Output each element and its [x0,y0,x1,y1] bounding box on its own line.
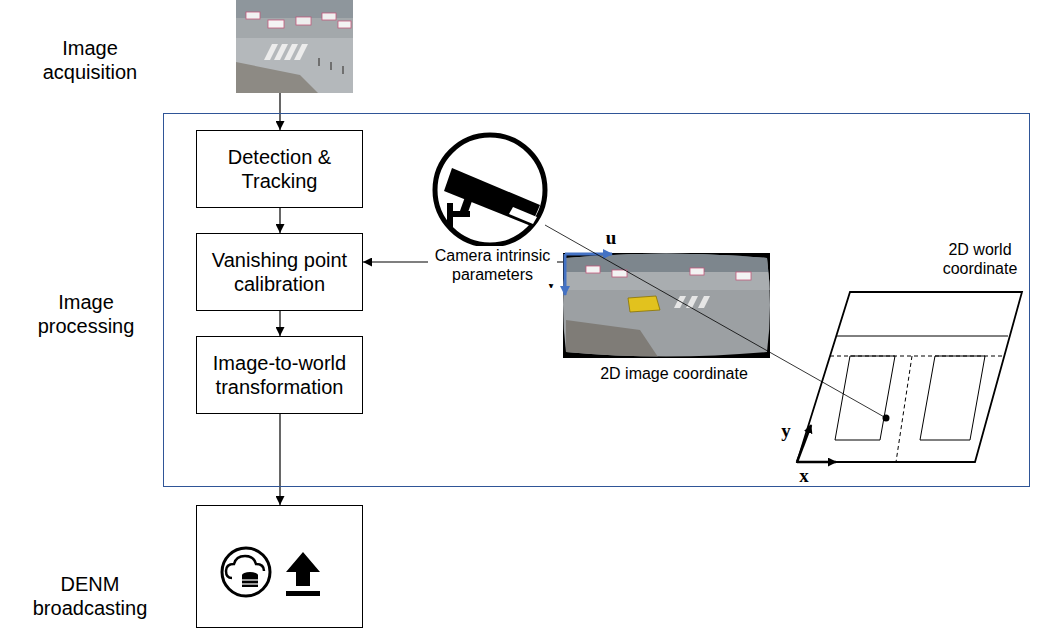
camera-photo [236,0,353,93]
stage-label: 2D image coordinate [594,364,754,383]
x-axis [797,461,836,464]
stage-label: Image processing [18,290,154,338]
photo-node: Image acquisition [236,0,353,93]
process-box: Image-to-world transformation [196,336,363,414]
broadcast-box: DENM broadcasting [196,505,363,628]
flow-arrow [279,311,280,336]
world-plane [797,292,1022,462]
process-box: Vanishing point calibration [196,233,363,311]
image-node: 2D image coordinate [563,253,770,358]
upload-icon [286,552,320,596]
box-text: Detection & Tracking [197,145,362,193]
plane-label: 2D world coordinate [934,240,1026,278]
axis-label: y [778,421,794,440]
flow-arrow [279,414,280,505]
camera-icon [435,135,545,245]
stage-group: Image processingDetection & TrackingVani… [163,113,1030,487]
y-axis [797,425,811,462]
image-plane [560,250,772,360]
process-box: Detection & Tracking [196,130,363,208]
stage-label: DENM broadcasting [20,572,160,620]
flow-arrow [279,208,280,233]
box-text: Image-to-world transformation [197,351,362,399]
cloud-database-icon [222,548,270,596]
edge-label: Camera intrinsic parameters [428,246,557,284]
world-point [883,415,890,422]
stage-label: Image acquisition [20,36,160,84]
box-text: Vanishing point calibration [197,248,362,296]
flow-arrow [279,93,280,130]
axis-label: u [603,228,619,247]
axis-label: x [796,466,812,485]
sight-line [545,225,886,418]
